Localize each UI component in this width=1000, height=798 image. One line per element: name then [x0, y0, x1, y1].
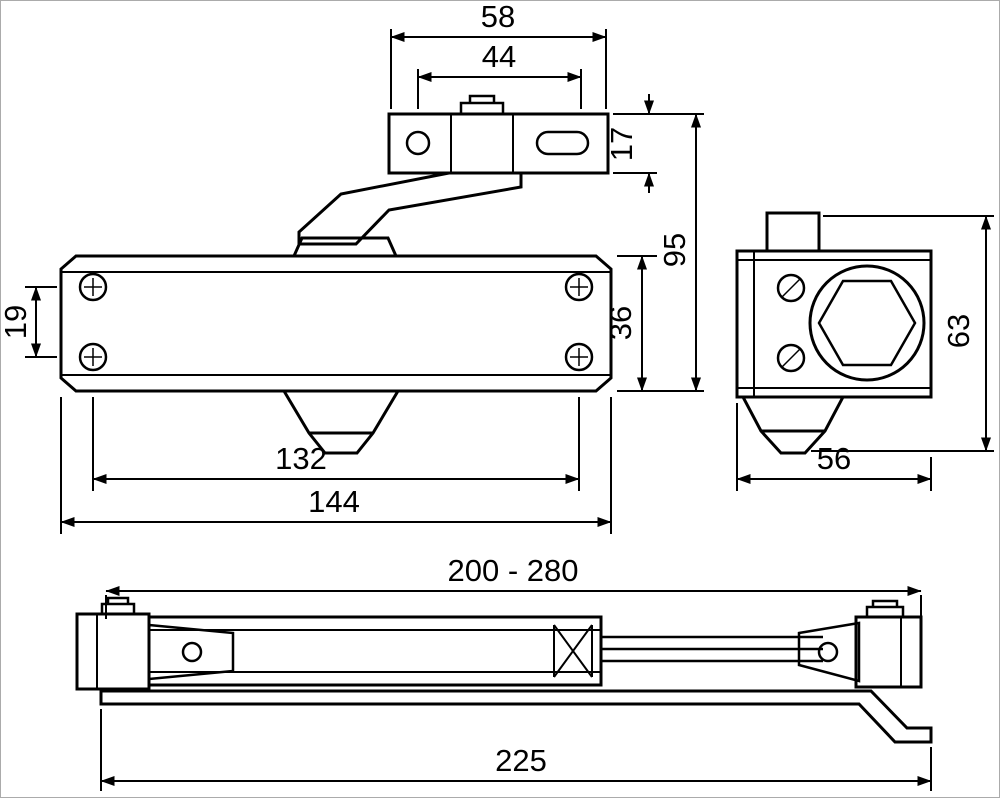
mounting-plate	[99, 689, 933, 744]
dim-144-label: 144	[308, 484, 360, 519]
arm-rod	[601, 635, 823, 663]
dim-range-extension-lines	[105, 595, 922, 623]
slide-channel	[147, 615, 603, 687]
dim-132-label: 132	[275, 441, 327, 476]
dim-132-extension-lines	[92, 397, 580, 491]
side-body	[735, 249, 933, 399]
screw-hole	[78, 342, 108, 372]
screw-hole-center-marks	[84, 278, 588, 366]
closer-body-outline	[59, 254, 613, 393]
dim-58-label: 58	[481, 1, 515, 34]
dim-63-extension-lines	[811, 215, 994, 452]
side-body-face-lines	[737, 251, 931, 397]
bracket-hole	[405, 130, 431, 156]
side-screw	[776, 273, 806, 303]
side-screw	[776, 343, 806, 373]
side-cap	[765, 211, 821, 253]
dim-19-label: 19	[1, 305, 33, 339]
dim-144-extension-lines	[60, 397, 612, 534]
main-arm	[297, 171, 523, 246]
arm-left-shoe	[75, 612, 151, 691]
screw-hole	[78, 272, 108, 302]
arm-right-shoe-cap	[865, 599, 905, 617]
dim-19-extension-lines	[25, 286, 57, 358]
pinion-hub	[292, 236, 398, 257]
bracket-slot	[535, 130, 590, 156]
arm-view: 200 - 280 225	[75, 553, 933, 791]
closer-body-face-lines	[61, 271, 611, 376]
arm-right-shoe	[854, 615, 923, 689]
pinion-bore-circle	[808, 264, 926, 382]
dim-58-extension-lines	[390, 29, 607, 109]
elbow-hole	[817, 641, 839, 663]
side-screw-slots	[781, 278, 801, 368]
bracket-block-lines	[450, 114, 514, 173]
dim-44-label: 44	[482, 39, 516, 74]
screw-hole	[564, 342, 594, 372]
dim-63-label: 63	[941, 314, 976, 348]
dim-95-label: 95	[657, 233, 692, 267]
dim-225-label: 225	[495, 743, 547, 778]
arm-left-shoe-cap	[100, 596, 136, 614]
pivot-hole	[181, 641, 203, 663]
dim-56-label: 56	[817, 441, 851, 476]
slide-channel-lines	[149, 629, 601, 673]
adjuster-crisscross	[553, 624, 593, 678]
side-view: 63 56	[735, 211, 994, 491]
side-pinion-boss	[740, 395, 846, 455]
elbow-link	[797, 621, 861, 683]
dim-17-label: 17	[604, 127, 639, 161]
pivot-link	[147, 623, 235, 681]
dim-36-label: 36	[603, 306, 638, 340]
front-view: 58 44 17 95 36 19 132 144	[1, 1, 704, 534]
mounting-bracket	[387, 112, 610, 175]
hex-socket	[817, 279, 917, 367]
bracket-cap	[459, 94, 505, 114]
screw-hole	[564, 272, 594, 302]
dim-range-label: 200 - 280	[448, 553, 579, 588]
pinion-boss	[281, 389, 401, 455]
